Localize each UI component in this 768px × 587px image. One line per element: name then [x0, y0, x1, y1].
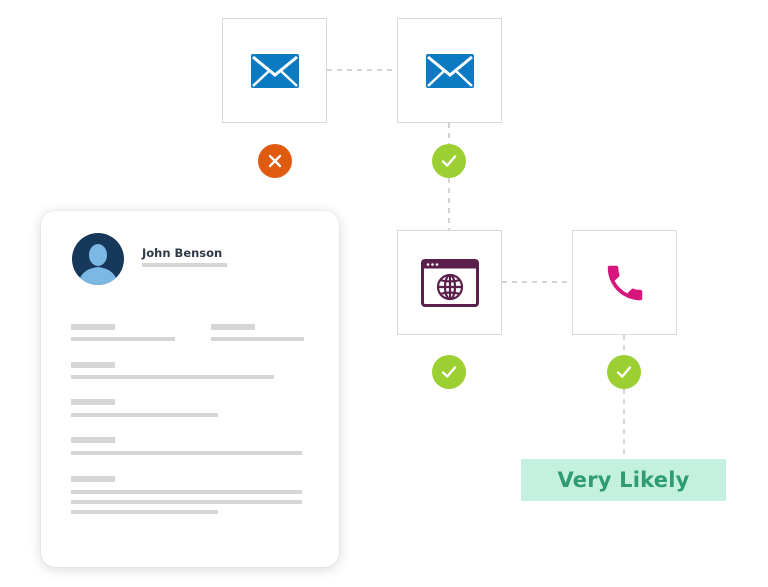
field-value-placeholder [71, 375, 274, 379]
email-channel-box [397, 18, 502, 123]
field-label-placeholder [71, 476, 115, 482]
subtitle-placeholder [142, 263, 227, 267]
field-value-placeholder [71, 413, 218, 417]
envelope-icon [250, 53, 299, 88]
user-silhouette-icon [89, 244, 107, 266]
field-value-placeholder [71, 337, 175, 341]
phone-channel-box [572, 230, 677, 335]
profile-card: John Benson [41, 211, 339, 567]
field-label-placeholder [71, 399, 115, 405]
field-value-placeholder [71, 510, 218, 514]
field-label-placeholder [211, 324, 255, 330]
field-label-placeholder [71, 437, 115, 443]
verified-status-badge [432, 144, 466, 178]
checkmark-icon [616, 366, 632, 378]
field-label-placeholder [71, 324, 115, 330]
close-icon [268, 154, 282, 168]
likelihood-result-label: Very Likely [521, 459, 726, 501]
verified-status-badge [432, 355, 466, 389]
failed-status-badge [258, 144, 292, 178]
phone-icon [607, 265, 642, 300]
field-value-placeholder [71, 500, 302, 504]
verified-status-badge [607, 355, 641, 389]
field-value-placeholder [71, 490, 302, 494]
browser-globe-icon [420, 258, 479, 307]
field-value-placeholder [211, 337, 304, 341]
field-label-placeholder [71, 362, 115, 368]
web-channel-box [397, 230, 502, 335]
profile-name: John Benson [142, 246, 223, 260]
envelope-icon [425, 53, 474, 88]
avatar [72, 233, 124, 285]
checkmark-icon [441, 366, 457, 378]
field-value-placeholder [71, 451, 302, 455]
checkmark-icon [441, 155, 457, 167]
email-channel-box [222, 18, 327, 123]
